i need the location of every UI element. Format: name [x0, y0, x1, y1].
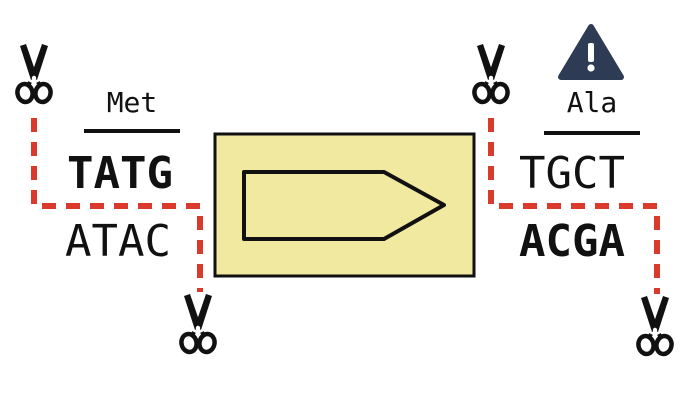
scissors-icon[interactable] [473, 44, 509, 103]
warning-icon[interactable] [558, 24, 624, 80]
scissors-icon[interactable] [16, 44, 52, 103]
left-amino-acid-label: Met [107, 86, 158, 119]
scissors-icon[interactable] [180, 294, 216, 353]
gene-insert-box [213, 132, 476, 278]
right-top-strand: TGCT [519, 148, 625, 199]
left-top-strand: TATG [67, 148, 173, 199]
gene-insert [213, 132, 476, 278]
right-amino-acid-label: Ala [567, 86, 618, 119]
gene-arrow-icon [242, 170, 446, 241]
left-site: Met TATG ATAC [16, 44, 216, 353]
left-bottom-strand: ATAC [65, 216, 171, 267]
right-site: Ala TGCT ACGA [473, 24, 673, 355]
right-cut-line [488, 118, 660, 294]
left-cut-line [31, 118, 203, 292]
right-bottom-strand: ACGA [519, 216, 625, 267]
scissors-icon[interactable] [637, 296, 673, 355]
